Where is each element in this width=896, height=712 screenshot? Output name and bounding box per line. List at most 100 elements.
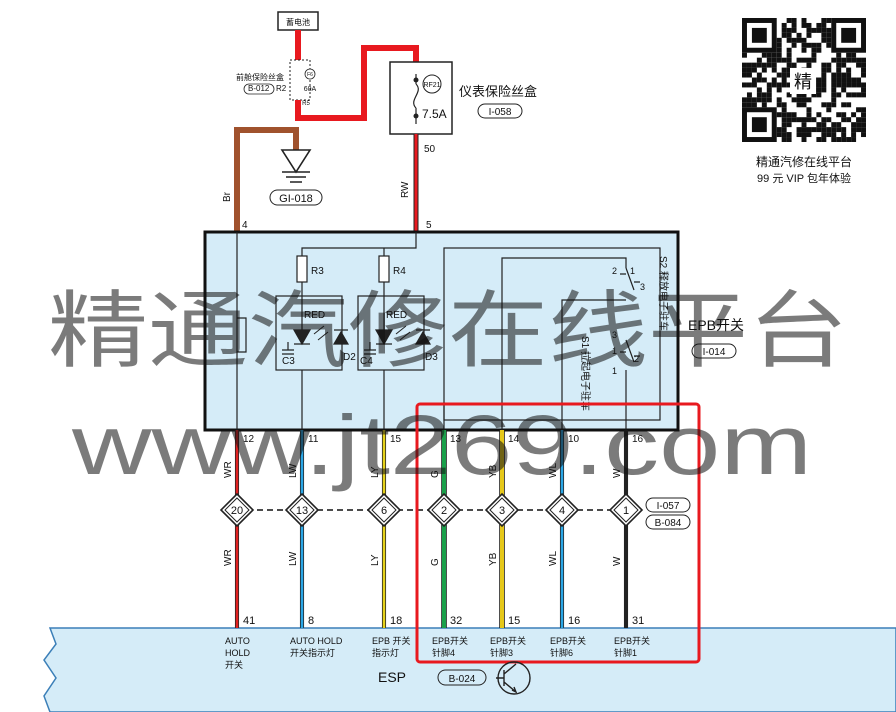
qr-module <box>791 112 797 118</box>
led1-symbol <box>292 329 312 346</box>
qr-module <box>816 77 822 83</box>
qr-module <box>816 137 822 142</box>
panel-fuse-code-circle <box>422 74 442 94</box>
s1-pin-1b: 1 <box>612 366 617 376</box>
front-fuse-ref: B-012 <box>248 84 270 93</box>
qr-module <box>801 57 807 63</box>
qr-module <box>801 117 807 123</box>
qr-module <box>776 127 782 133</box>
qr-module <box>761 52 767 58</box>
qr-module <box>836 92 842 98</box>
qr-module <box>816 122 822 128</box>
qr-module <box>821 132 827 138</box>
internal-feed <box>301 232 417 256</box>
wire-color-code: G <box>430 558 441 566</box>
qr-module <box>851 57 857 63</box>
qr-module <box>781 27 787 33</box>
panel-fuse-code: RF21 <box>423 82 440 89</box>
qr-module <box>841 132 847 138</box>
qr-module <box>786 62 792 68</box>
qr-module <box>836 127 842 133</box>
esp-ref-frame <box>437 669 487 686</box>
qr-module <box>846 117 852 123</box>
qr-module <box>826 102 832 108</box>
connector-pin-number: 20 <box>231 505 243 517</box>
qr-module <box>786 32 792 38</box>
qr-module <box>746 67 752 73</box>
wire-color-code: LW <box>288 463 299 478</box>
qr-module <box>791 22 797 28</box>
wire-rw-label: RW <box>400 181 411 198</box>
esp-pin-label: EPB 开关 <box>372 635 411 646</box>
qr-module <box>811 52 817 58</box>
qr-module <box>861 132 866 138</box>
qr-module <box>796 127 802 133</box>
qr-module <box>841 137 847 142</box>
qr-module <box>846 67 852 73</box>
qr-module <box>756 62 762 68</box>
qr-module <box>786 37 792 43</box>
qr-module <box>806 27 812 33</box>
qr-module <box>786 18 792 23</box>
qr-module <box>771 52 777 58</box>
qr-module <box>786 67 792 73</box>
qr-module <box>831 132 837 138</box>
s1-pin-2: 2 <box>634 354 639 364</box>
qr-module <box>851 132 857 138</box>
qr-module <box>746 82 752 88</box>
panel-fuse-dot-top <box>413 77 419 83</box>
switch-line-10 <box>561 299 626 430</box>
connector-pin-number: 1 <box>623 505 629 517</box>
qr-module <box>801 102 807 108</box>
qr-module <box>831 122 837 128</box>
qr-module <box>781 122 787 128</box>
qr-module <box>766 57 772 63</box>
qr-module <box>826 18 832 23</box>
front-fuse-amp: 60A <box>304 86 317 93</box>
esp-pin: 31 <box>632 615 644 627</box>
panel-fuse-dot-bottom <box>413 113 419 119</box>
qr-module <box>796 117 802 123</box>
qr-module <box>776 102 782 108</box>
qr-module <box>836 57 842 63</box>
esp-pin-label: 指示灯 <box>372 647 399 658</box>
qr-module <box>781 22 787 28</box>
qr-module <box>806 62 812 68</box>
qr-module <box>756 77 762 83</box>
qr-module <box>806 107 812 113</box>
qr-module <box>801 127 807 133</box>
qr-module <box>766 97 772 103</box>
qr-module <box>746 102 752 108</box>
qr-module <box>781 137 787 142</box>
qr-module <box>742 52 747 58</box>
qr-module <box>742 67 747 73</box>
qr-module <box>821 122 827 128</box>
connector-pin-diamond <box>544 492 580 528</box>
qr-module <box>756 97 762 103</box>
watermark-line2: www.jt269.com <box>71 398 812 492</box>
qr-module <box>836 52 842 58</box>
qr-caption-2: 99 元 VIP 包年体验 <box>757 171 851 185</box>
qr-module <box>861 62 866 68</box>
qr-module <box>821 67 827 73</box>
connector-ref2-frame <box>645 514 691 530</box>
qr-module <box>751 67 757 73</box>
qr-module <box>771 82 777 88</box>
qr-module <box>791 62 797 68</box>
qr-module <box>761 67 767 73</box>
qr-module <box>851 112 857 118</box>
qr-module <box>786 92 792 98</box>
qr-module <box>821 22 827 28</box>
qr-module <box>816 47 822 53</box>
front-fuse-pin: R5 <box>302 101 310 107</box>
esp-pin-label: 针脚4 <box>432 647 455 658</box>
qr-module <box>841 57 847 63</box>
qr-module <box>742 97 747 103</box>
qr-module <box>826 117 832 123</box>
qr-module <box>841 117 847 123</box>
qr-module <box>776 72 782 78</box>
qr-module <box>851 122 857 128</box>
qr-module <box>841 62 847 68</box>
qr-module <box>751 62 757 68</box>
qr-module <box>811 127 817 133</box>
